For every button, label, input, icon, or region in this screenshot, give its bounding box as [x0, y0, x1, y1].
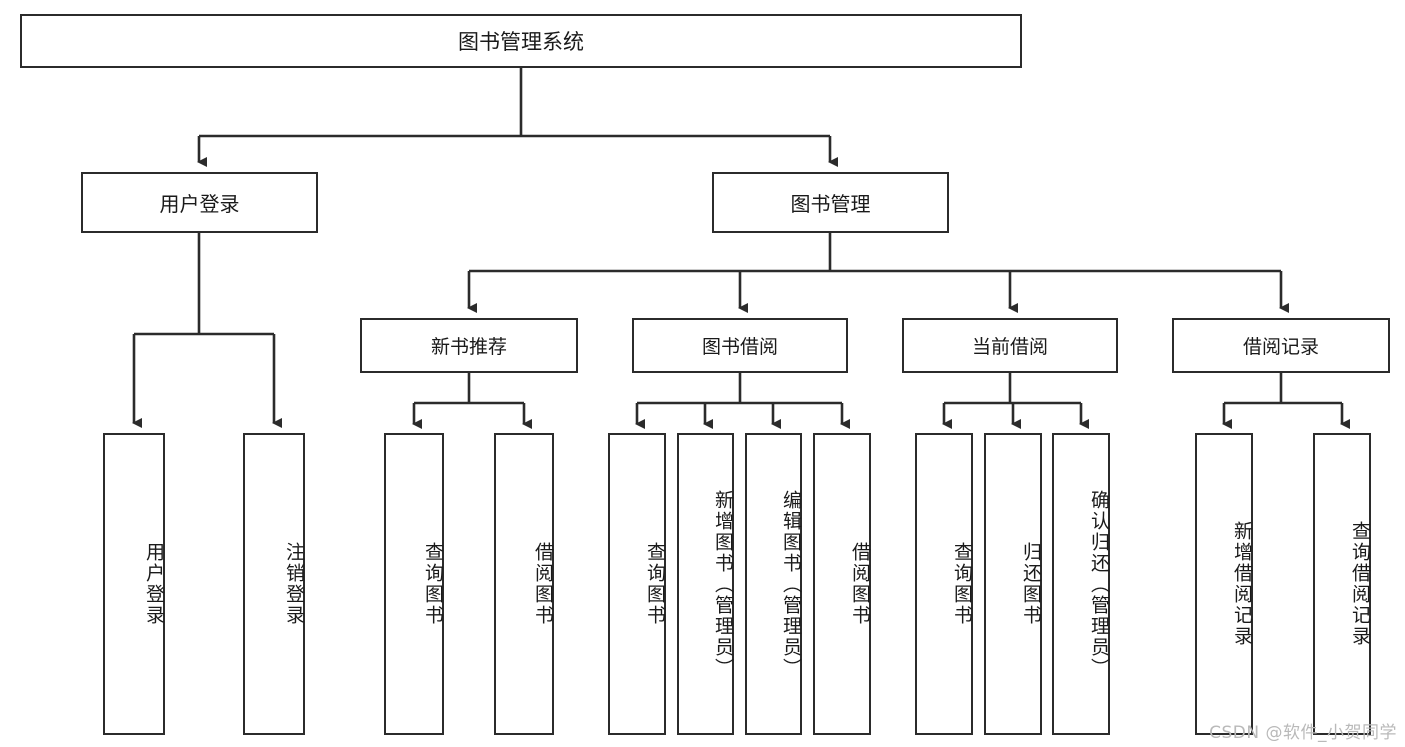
leaf-current-borrow-return-books[interactable]: 归还图书 [984, 433, 1042, 735]
node-label: 编辑图书（管理员） [780, 489, 802, 679]
node-label: 当前借阅 [971, 336, 1048, 358]
node-label: 新书推荐 [430, 336, 507, 358]
node-label: 图书管理 [790, 192, 871, 216]
node-label: 借阅图书 [532, 542, 554, 626]
node-label: 新增图书（管理员） [712, 489, 734, 679]
node-label: 借阅图书 [849, 542, 871, 626]
leaf-borrow-record-query-record[interactable]: 查询借阅记录 [1313, 433, 1371, 735]
leaf-borrow-record-add-record[interactable]: 新增借阅记录 [1195, 433, 1253, 735]
leaf-current-borrow-query-books[interactable]: 查询图书 [915, 433, 973, 735]
leaf-book-borrow-borrow-books[interactable]: 借阅图书 [813, 433, 871, 735]
node-label: 新增借阅记录 [1231, 521, 1253, 647]
node-label: 查询图书 [644, 542, 666, 626]
node-book-borrow[interactable]: 图书借阅 [632, 318, 848, 373]
node-label: 查询图书 [951, 542, 973, 626]
node-label: 查询图书 [422, 542, 444, 626]
leaf-user-login-login[interactable]: 用户登录 [103, 433, 165, 735]
leaf-new-book-query-books[interactable]: 查询图书 [384, 433, 444, 735]
node-label: 注销登录 [283, 542, 305, 626]
node-current-borrow[interactable]: 当前借阅 [902, 318, 1118, 373]
leaf-book-borrow-query-books[interactable]: 查询图书 [608, 433, 666, 735]
node-label: 图书借阅 [701, 336, 778, 358]
node-label: 用户登录 [143, 542, 165, 626]
node-label: 借阅记录 [1242, 336, 1319, 358]
node-book-management[interactable]: 图书管理 [712, 172, 949, 233]
node-label: 用户登录 [159, 192, 240, 216]
node-borrow-record[interactable]: 借阅记录 [1172, 318, 1390, 373]
node-label: 查询借阅记录 [1349, 521, 1371, 647]
leaf-current-borrow-confirm-return-admin[interactable]: 确认归还（管理员） [1052, 433, 1110, 735]
leaf-new-book-borrow-books[interactable]: 借阅图书 [494, 433, 554, 735]
node-user-login[interactable]: 用户登录 [81, 172, 318, 233]
node-label: 图书管理系统 [458, 30, 584, 54]
leaf-user-login-logout[interactable]: 注销登录 [243, 433, 305, 735]
node-new-book-recommend[interactable]: 新书推荐 [360, 318, 578, 373]
node-label: 归还图书 [1020, 542, 1042, 626]
csdn-watermark: CSDN @软件_小贺同学 [1209, 723, 1397, 743]
node-label: 确认归还（管理员） [1088, 489, 1110, 679]
leaf-book-borrow-add-book-admin[interactable]: 新增图书（管理员） [677, 433, 734, 735]
leaf-book-borrow-edit-book-admin[interactable]: 编辑图书（管理员） [745, 433, 802, 735]
node-root-book-management-system[interactable]: 图书管理系统 [20, 14, 1022, 68]
